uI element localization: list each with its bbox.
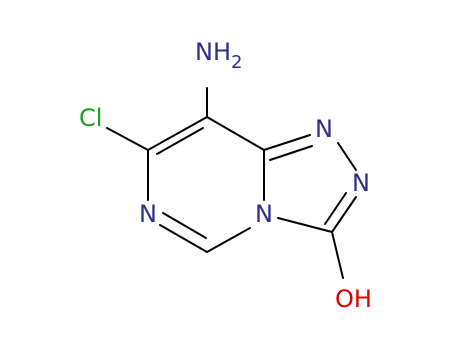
bond-c8a-n1 [263,134,311,151]
bond-c8-c7-inner [156,127,204,155]
atom-cl: Cl [79,104,102,132]
bond-n6-c5 [159,224,208,253]
bond-c3-oh [331,231,344,279]
atom-nh2: NH2 [195,38,242,73]
atom-hydroxyl: OH [335,285,372,313]
bond-n1-n2 [337,142,357,171]
atom-n-pyrimidine: N [139,200,157,228]
bond-n2-c3 [331,196,357,233]
bond-c7-cl [106,127,149,151]
bond-c8a-n1-inner [269,145,313,161]
atom-n1-triazole: N [315,115,333,143]
atom-n2-triazole: N [352,169,370,197]
bond-n2-c3-inner [324,192,347,225]
atom-n-bridgehead: N [255,200,273,228]
bond-c5-n4 [206,227,251,253]
bond-c3-n4 [277,217,333,233]
bond-c8-c7 [147,116,208,151]
bond-n6-c5-inner [162,212,207,239]
bond-c8a-c8 [206,116,265,151]
